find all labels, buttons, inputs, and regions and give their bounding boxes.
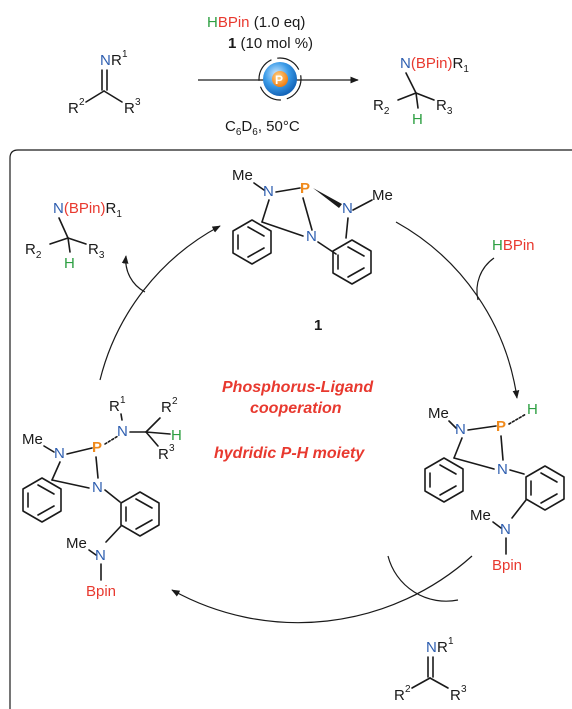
note-line2: cooperation <box>250 400 342 417</box>
sup-2: 2 <box>172 396 178 407</box>
hbpin-label: HBPin <box>492 237 535 254</box>
atom-n: N <box>100 52 111 69</box>
arrow-left <box>99 225 221 381</box>
atom-n: N <box>306 228 317 245</box>
label-me: Me <box>22 431 43 448</box>
atom-n: N <box>95 547 106 564</box>
product-r3: R3 <box>436 97 453 117</box>
product-formula: N(BPin)R1 <box>400 55 469 75</box>
label-me: Me <box>232 167 253 184</box>
released-r2: R2 <box>25 241 42 261</box>
sup-1: 1 <box>122 49 128 60</box>
amine-product: N(BPin)R1 R2 R3 H <box>373 55 469 128</box>
atom-r: R <box>124 100 135 117</box>
arrow-release <box>121 255 146 293</box>
atom-n: N <box>426 639 437 656</box>
product-h: H <box>412 111 423 128</box>
bpin-label: Bpin <box>86 583 116 600</box>
arrow-hbpin-in <box>476 257 495 301</box>
sup-2: 2 <box>79 97 85 108</box>
atom-r: R <box>161 399 172 416</box>
atom-n: N <box>455 421 466 438</box>
phosphine-hydride-intermediate: Me N P H N Me N Bpin <box>424 401 565 574</box>
catalyst-1-structure: Me N P N Me N 1 <box>232 167 393 334</box>
atom-r: R <box>450 687 461 704</box>
atom-r: R <box>68 100 79 117</box>
note-line1: Phosphorus-Ligand <box>222 379 374 396</box>
label-me: Me <box>66 535 87 552</box>
catalyst-p: P <box>275 73 283 87</box>
bpin-label: Bpin <box>492 557 522 574</box>
released-r3: R3 <box>88 241 105 261</box>
label-me: Me <box>470 507 491 524</box>
atom-n: N <box>117 423 128 440</box>
released-h: H <box>64 255 75 272</box>
atom-n: N <box>54 445 65 462</box>
cycle-frame <box>9 149 572 709</box>
released-product: N(BPin)R1 R2 R3 H <box>25 200 122 272</box>
arrow-bottom <box>171 555 473 624</box>
amido-phosphine-intermediate: Me N P N R 1 R 2 H R 3 N Me N Bpin <box>22 395 182 600</box>
atom-r: R <box>158 446 169 463</box>
label-me: Me <box>372 187 393 204</box>
reagent-text: HBPin (1.0 eq) <box>207 14 305 31</box>
sup-1: 1 <box>120 395 126 406</box>
atom-n: N <box>500 521 511 538</box>
note-line3: hydridic P-H moiety <box>214 445 365 462</box>
imine-reactant: N R 1 R 2 R 3 <box>68 49 141 117</box>
atom-h: H <box>527 401 538 418</box>
released-formula: N(BPin)R1 <box>53 200 122 220</box>
atom-p: P <box>92 439 102 456</box>
top-reaction: N R 1 R 2 R 3 HBPin (1.0 eq) 1 (10 mol %… <box>68 14 469 138</box>
catalyst-ball: P <box>258 57 302 101</box>
atom-p: P <box>496 418 506 435</box>
atom-n: N <box>92 479 103 496</box>
atom-r: R <box>111 52 122 69</box>
catalyst-loading: 1 (10 mol %) <box>228 35 313 52</box>
sup-1: 1 <box>448 636 454 647</box>
arrow-imine-in <box>387 555 459 602</box>
product-r2: R2 <box>373 97 390 117</box>
imine-substrate: N R 1 R 2 R 3 <box>394 636 467 704</box>
atom-r: R <box>109 398 120 415</box>
atom-n: N <box>342 200 353 217</box>
atom-h: H <box>171 427 182 444</box>
sup-3: 3 <box>169 443 175 454</box>
atom-n: N <box>263 183 274 200</box>
catalyst-label: 1 <box>314 317 322 334</box>
label-me: Me <box>428 405 449 422</box>
atom-n: N <box>497 461 508 478</box>
sup-3: 3 <box>135 97 141 108</box>
sup-2: 2 <box>405 684 411 695</box>
atom-r: R <box>394 687 405 704</box>
atom-r: R <box>437 639 448 656</box>
atom-p: P <box>300 180 310 197</box>
sup-3: 3 <box>461 684 467 695</box>
conditions: C6D6, 50°C <box>225 118 300 138</box>
